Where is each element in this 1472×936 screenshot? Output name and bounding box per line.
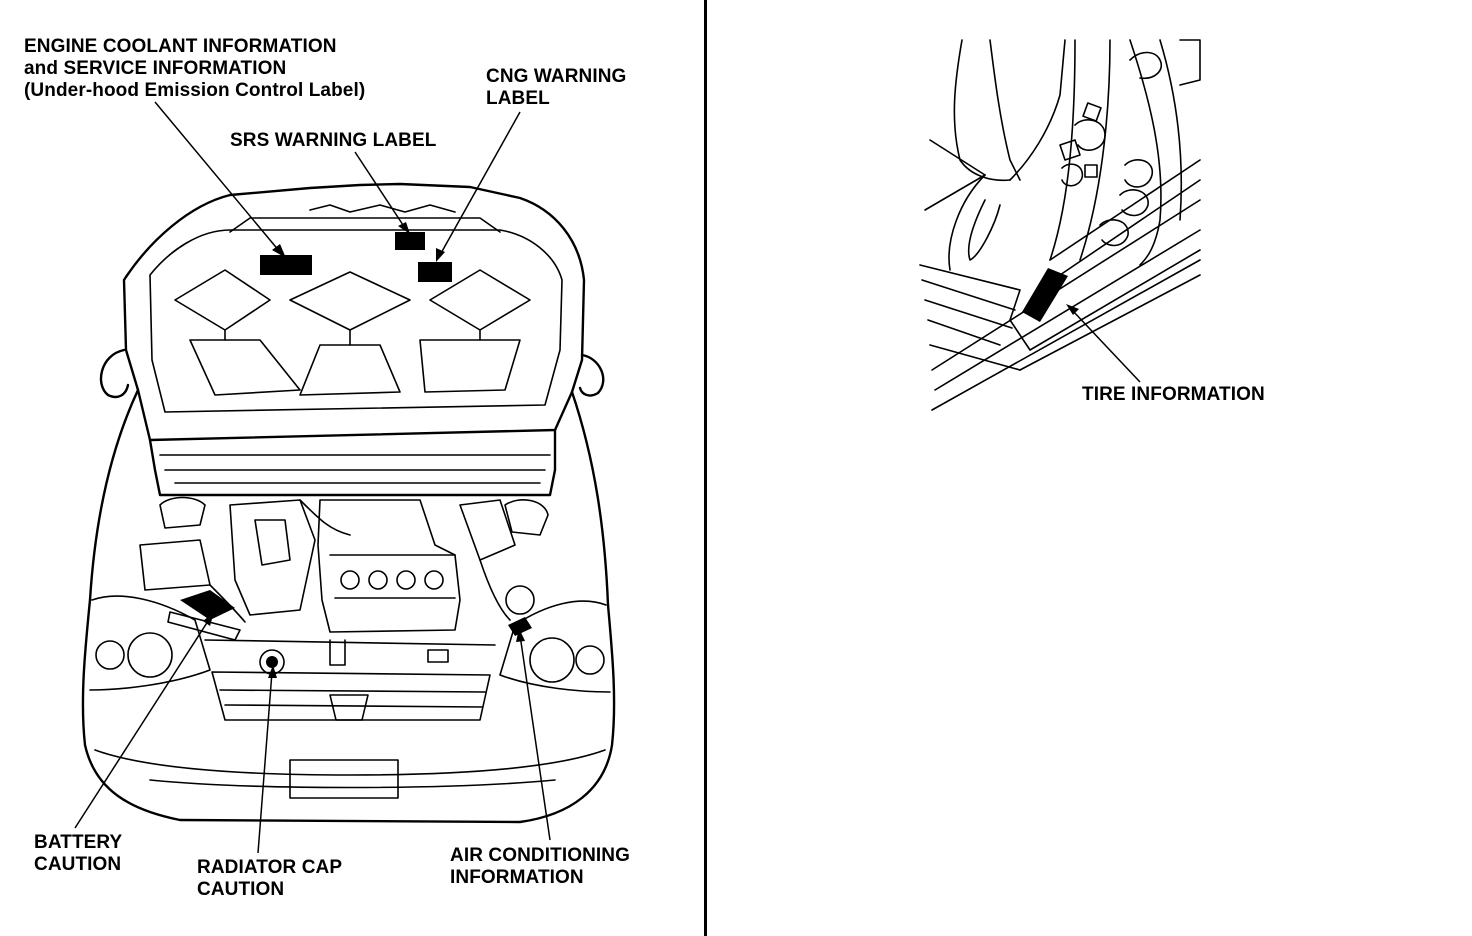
battery-caution-text: BATTERY CAUTION [34,832,122,876]
battery-caution-line-1: BATTERY [34,832,123,853]
cng-warning-label-patch [418,262,452,282]
hood-inner-panel [149,229,563,413]
engine-block [317,499,461,633]
radiator-cap-line-1: RADIATOR CAP [197,857,343,878]
engine-coolant-line-1: ENGINE COOLANT INFORMATION [24,36,337,57]
air-conditioning-patch [508,617,532,636]
srs-warning-label-text: SRS WARNING LABEL [230,130,436,152]
engine-coolant-line-3: (Under-hood Emission Control Label) [24,80,366,101]
left-headlight [89,595,211,691]
engine-coolant-line-2: and SERVICE INFORMATION [24,58,287,79]
left-mirror [99,348,130,399]
air-conditioning-line-2: INFORMATION [450,867,584,888]
radiator-cap-line-2: CAUTION [197,879,285,900]
srs-warning-label-patch [395,232,425,250]
car-front-drawing [81,182,616,824]
right-mirror [578,353,605,397]
tire-information-line-1: TIRE INFORMATION [1082,384,1265,405]
air-conditioning-information-text: AIR CONDITIONING INFORMATION [450,845,630,889]
cng-warning-line-2: LABEL [486,88,550,109]
hood-outline [122,182,586,442]
engine-coolant-service-label: ENGINE COOLANT INFORMATION and SERVICE I… [24,36,365,102]
honda-emblem [329,694,369,721]
cng-warning-line-1: CNG WARNING [486,66,627,87]
leader-lines-left [74,101,551,854]
srs-warning-line-1: SRS WARNING LABEL [230,130,437,151]
air-conditioning-line-1: AIR CONDITIONING [450,845,630,866]
cng-warning-label-text: CNG WARNING LABEL [486,66,626,110]
battery-caution-patch [180,590,235,620]
body-right-side [570,390,610,607]
front-fascia [81,598,616,824]
tire-information-placard [1022,268,1068,322]
body-left-side [88,388,140,602]
panel-divider [704,0,707,936]
engine-coolant-label-patch [260,255,312,275]
door-jamb-drawing [919,39,1201,411]
battery-caution-line-2: CAUTION [34,854,122,875]
license-plate [289,759,399,799]
cowl [148,428,557,497]
right-headlight [499,600,611,693]
radiator-cap-caution-text: RADIATOR CAP CAUTION [197,857,342,901]
tire-information-text: TIRE INFORMATION [1082,384,1265,406]
